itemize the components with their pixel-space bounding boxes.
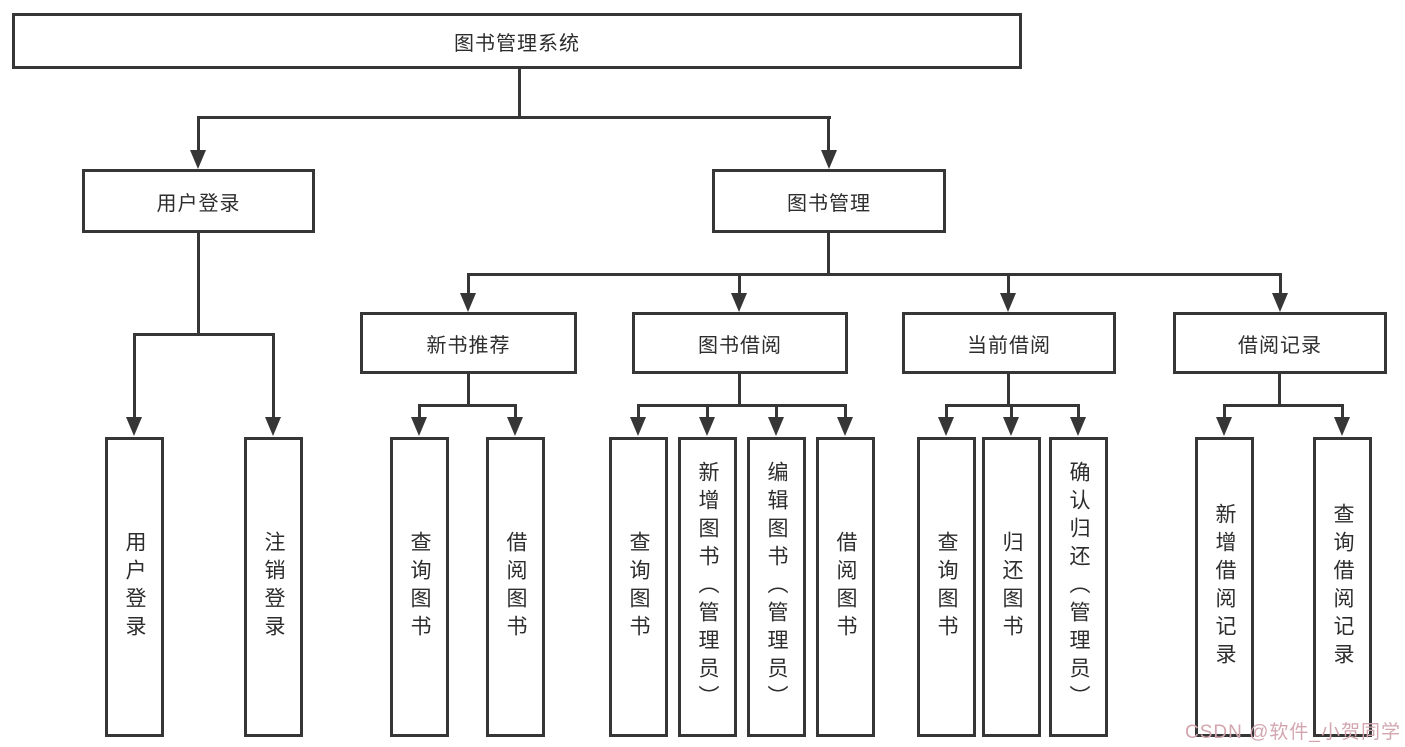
node-leaf-borrow-books-borrowing: 借阅图书 <box>816 437 875 737</box>
node-book-management: 图书管理 <box>712 169 946 233</box>
arrow-down-icon <box>938 417 954 436</box>
connector-root-trunk <box>518 68 521 119</box>
connector-book-mgmt-trunk <box>827 233 830 276</box>
arrow-down-icon <box>837 417 853 436</box>
connector-drop-new-book <box>467 273 470 295</box>
node-leaf-add-books-admin: 新增图书（管理员） <box>678 437 737 737</box>
connector-drop-borrow-records <box>1279 273 1282 295</box>
connector-book-borrow-trunk <box>738 374 741 407</box>
connector-current-borrow-trunk <box>1007 374 1010 407</box>
arrow-down-icon <box>1216 417 1232 436</box>
connector-drop <box>1010 404 1013 420</box>
arrow-down-icon <box>507 417 523 436</box>
arrow-down-icon <box>460 293 476 312</box>
node-root-library-management-system: 图书管理系统 <box>12 13 1022 69</box>
arrow-down-icon <box>1070 417 1086 436</box>
arrow-down-icon <box>1272 293 1288 312</box>
node-leaf-add-borrow-record: 新增借阅记录 <box>1195 437 1254 737</box>
node-borrowing-records: 借阅记录 <box>1173 312 1387 374</box>
arrow-down-icon <box>1334 417 1350 436</box>
connector-drop-user-login <box>197 116 200 153</box>
csdn-watermark: CSDN @软件_小贺同学 <box>1185 722 1401 743</box>
connector-drop <box>844 404 847 420</box>
arrow-down-icon <box>731 293 747 312</box>
connector-book-mgmt-hline <box>467 273 1282 276</box>
connector-drop <box>706 404 709 420</box>
connector-borrow-records-trunk <box>1278 374 1281 407</box>
arrow-down-icon <box>699 417 715 436</box>
arrow-down-icon <box>1000 293 1016 312</box>
arrow-down-icon <box>630 417 646 436</box>
arrow-down-icon <box>265 417 281 436</box>
connector-drop <box>1077 404 1080 420</box>
connector-new-book-hline <box>418 404 517 407</box>
arrow-down-icon <box>821 150 837 169</box>
node-book-borrowing: 图书借阅 <box>632 312 848 374</box>
arrow-down-icon <box>768 417 784 436</box>
node-current-borrowing: 当前借阅 <box>902 312 1116 374</box>
arrow-down-icon <box>1003 417 1019 436</box>
connector-borrow-records-hline <box>1223 404 1344 407</box>
connector-drop-book-borrow <box>738 273 741 295</box>
connector-drop <box>418 404 421 420</box>
connector-drop <box>514 404 517 420</box>
connector-root-hline <box>197 116 831 119</box>
node-new-book-recommend: 新书推荐 <box>360 312 577 374</box>
connector-drop <box>775 404 778 420</box>
connector-book-borrow-hline <box>637 404 847 407</box>
node-leaf-borrow-books-recommend: 借阅图书 <box>486 437 545 737</box>
node-leaf-edit-books-admin: 编辑图书（管理员） <box>747 437 806 737</box>
connector-drop-current-borrow <box>1007 273 1010 295</box>
node-leaf-query-books-recommend: 查询图书 <box>390 437 449 737</box>
arrow-down-icon <box>190 150 206 169</box>
node-leaf-query-books-borrowing: 查询图书 <box>609 437 668 737</box>
connector-user-login-hline <box>133 333 275 336</box>
connector-new-book-trunk <box>467 374 470 407</box>
connector-drop <box>1223 404 1226 420</box>
arrow-down-icon <box>126 417 142 436</box>
node-leaf-query-borrow-record: 查询借阅记录 <box>1313 437 1372 737</box>
node-leaf-logout: 注销登录 <box>244 437 303 737</box>
connector-drop-book-management <box>827 116 830 153</box>
node-leaf-user-login: 用户登录 <box>105 437 164 737</box>
connector-user-login-trunk <box>197 233 200 336</box>
connector-drop <box>945 404 948 420</box>
arrow-down-icon <box>411 417 427 436</box>
connector-drop <box>1341 404 1344 420</box>
node-user-login: 用户登录 <box>82 169 315 233</box>
connector-drop <box>637 404 640 420</box>
node-leaf-query-books-current: 查询图书 <box>917 437 976 737</box>
connector-drop-login-leaf <box>133 333 136 420</box>
connector-drop-logout-leaf <box>272 333 275 420</box>
node-leaf-return-books: 归还图书 <box>982 437 1041 737</box>
node-leaf-confirm-return-admin: 确认归还（管理员） <box>1049 437 1108 737</box>
